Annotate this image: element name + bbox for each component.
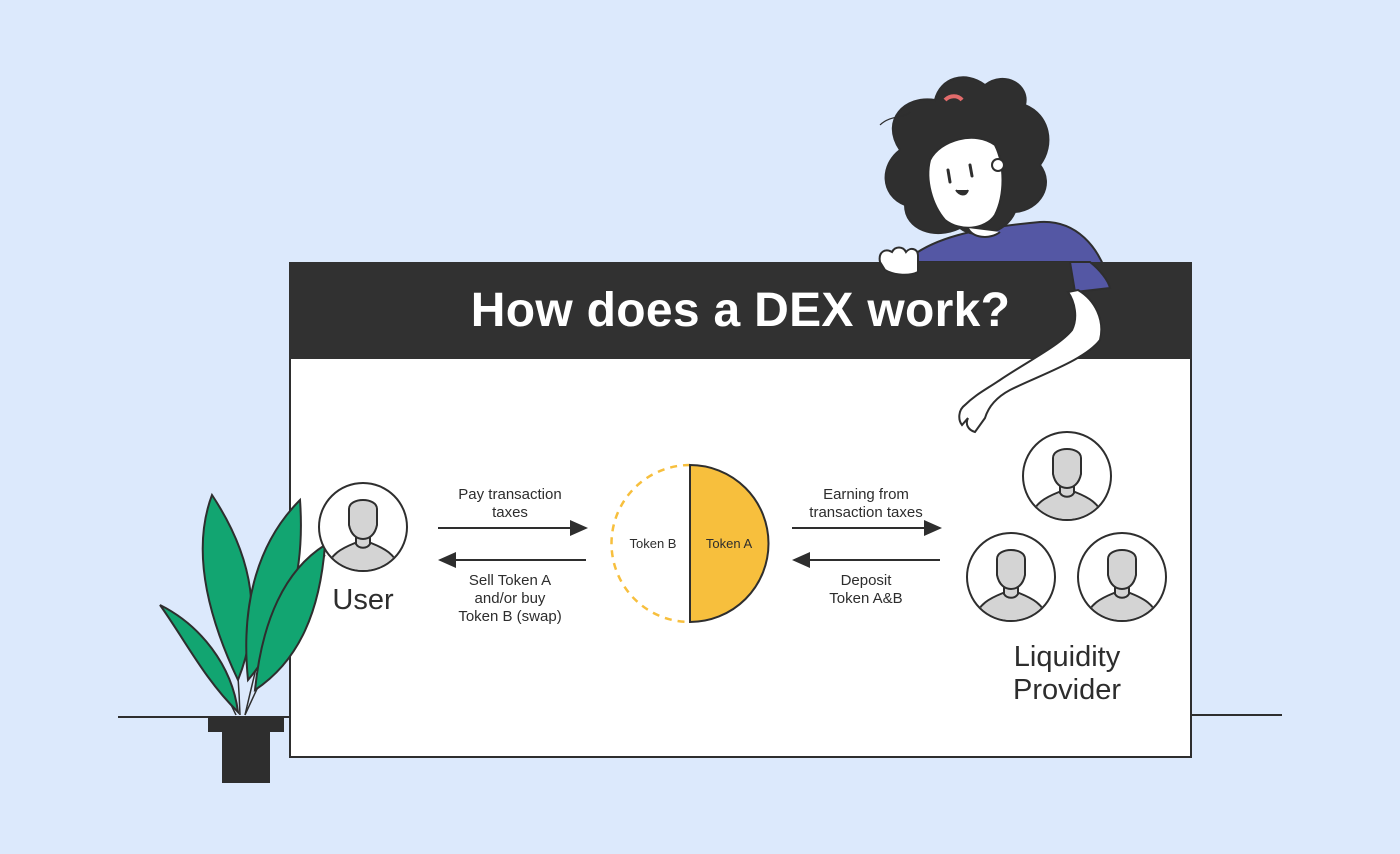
label-pay-transaction-taxes: Pay transaction taxes [430, 486, 590, 522]
label-line: Sell Token A [468, 572, 552, 589]
floor-line-left [118, 716, 290, 718]
page-title: How does a DEX work? [470, 284, 1011, 337]
lp-avatar-top [1023, 432, 1111, 522]
user-label: User [332, 584, 394, 616]
liquidity-provider-label: Liquidity Provider [977, 641, 1157, 707]
label-line: and/or buy [474, 590, 546, 607]
label-line: Deposit [840, 572, 892, 589]
lp-avatar-left [967, 533, 1055, 623]
token-b-label: Token B [629, 536, 677, 551]
label-line: Token B (swap) [458, 608, 562, 625]
label-line: transaction taxes [809, 504, 923, 521]
token-a-label: Token A [705, 536, 753, 551]
label-line: Token A&B [829, 590, 903, 607]
board-header [289, 262, 1192, 359]
label-deposit-tokens: Deposit Token A&B [786, 572, 946, 608]
lp-label-line1: Liquidity [1013, 641, 1121, 673]
label-line: taxes [492, 504, 528, 521]
label-earning-from-taxes: Earning from transaction taxes [786, 486, 946, 522]
label-sell-buy-swap: Sell Token A and/or buy Token B (swap) [430, 572, 590, 626]
lp-label-line2: Provider [1013, 674, 1121, 706]
floor-line-right [1192, 714, 1282, 716]
label-line: Pay transaction [458, 486, 562, 503]
token-a-half [689, 463, 770, 624]
label-line: Earning from [823, 486, 909, 503]
token-b-half [610, 463, 691, 624]
lp-avatar-right [1078, 533, 1166, 623]
user-avatar [319, 483, 407, 573]
